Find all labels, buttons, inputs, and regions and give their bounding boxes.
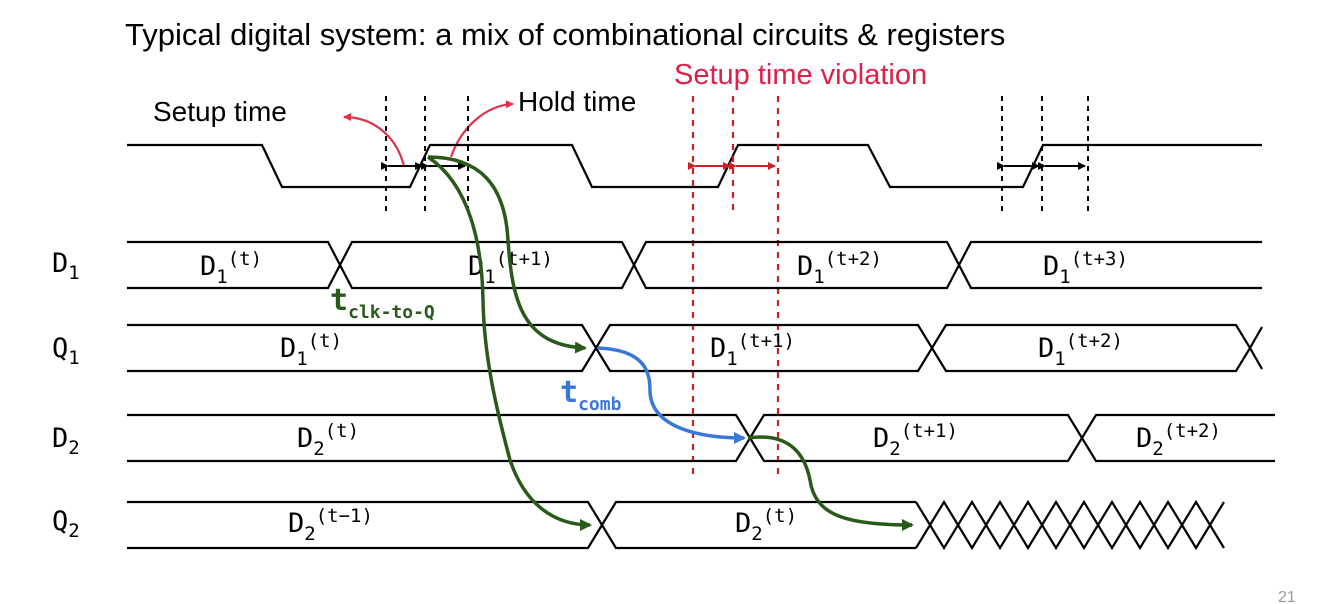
bus-q2 [127, 500, 916, 550]
q1-value-t: D1(t) [280, 330, 342, 370]
q1-value-t2: D1(t+2) [1038, 330, 1123, 370]
page-number: 21 [1278, 589, 1296, 604]
hold-time-label: Hold time [518, 86, 636, 117]
setup-time-hint-arrow [343, 113, 406, 167]
clk-to-q-arrow-q1 [427, 155, 587, 354]
bus-d1 [127, 240, 1262, 290]
signal-label-d1: D1 [52, 248, 80, 284]
hold-time-hint-arrow [449, 100, 514, 158]
bus-q1 [127, 323, 1263, 373]
d2-value-t1: D2(t+1) [873, 420, 958, 460]
comb-delay-arrow [597, 346, 746, 444]
comb-delay-label: tcomb [560, 375, 622, 415]
clock-waveform [127, 143, 1262, 189]
d2-value-t: D2(t) [297, 420, 359, 460]
d2-value-t2: D2(t+2) [1136, 420, 1221, 460]
signal-label-q2: Q2 [52, 506, 80, 542]
bus-d2 [127, 413, 1275, 463]
signal-label-q1: Q1 [52, 333, 80, 369]
d1-value-t2: D1(t+2) [797, 248, 882, 288]
d1-value-t: D1(t) [200, 248, 262, 288]
q2-value-t-1: D2(t−1) [288, 505, 373, 545]
q2-value-t: D2(t) [735, 505, 797, 545]
setup-time-label: Setup time [153, 96, 287, 127]
signal-label-d2: D2 [52, 423, 80, 459]
d1-value-t3: D1(t+3) [1043, 248, 1128, 288]
setup-violation-label: Setup time violation [674, 59, 927, 91]
q2-metastable-region [915, 499, 1225, 551]
clk-to-q-arrow-q2 [427, 155, 592, 531]
q1-value-t1: D1(t+1) [710, 330, 795, 370]
clk-to-q-label: tclk-to-Q [330, 283, 435, 323]
diagram-title: Typical digital system: a mix of combina… [125, 17, 1005, 52]
clk-to-q-arrow-q2-late [747, 435, 914, 531]
